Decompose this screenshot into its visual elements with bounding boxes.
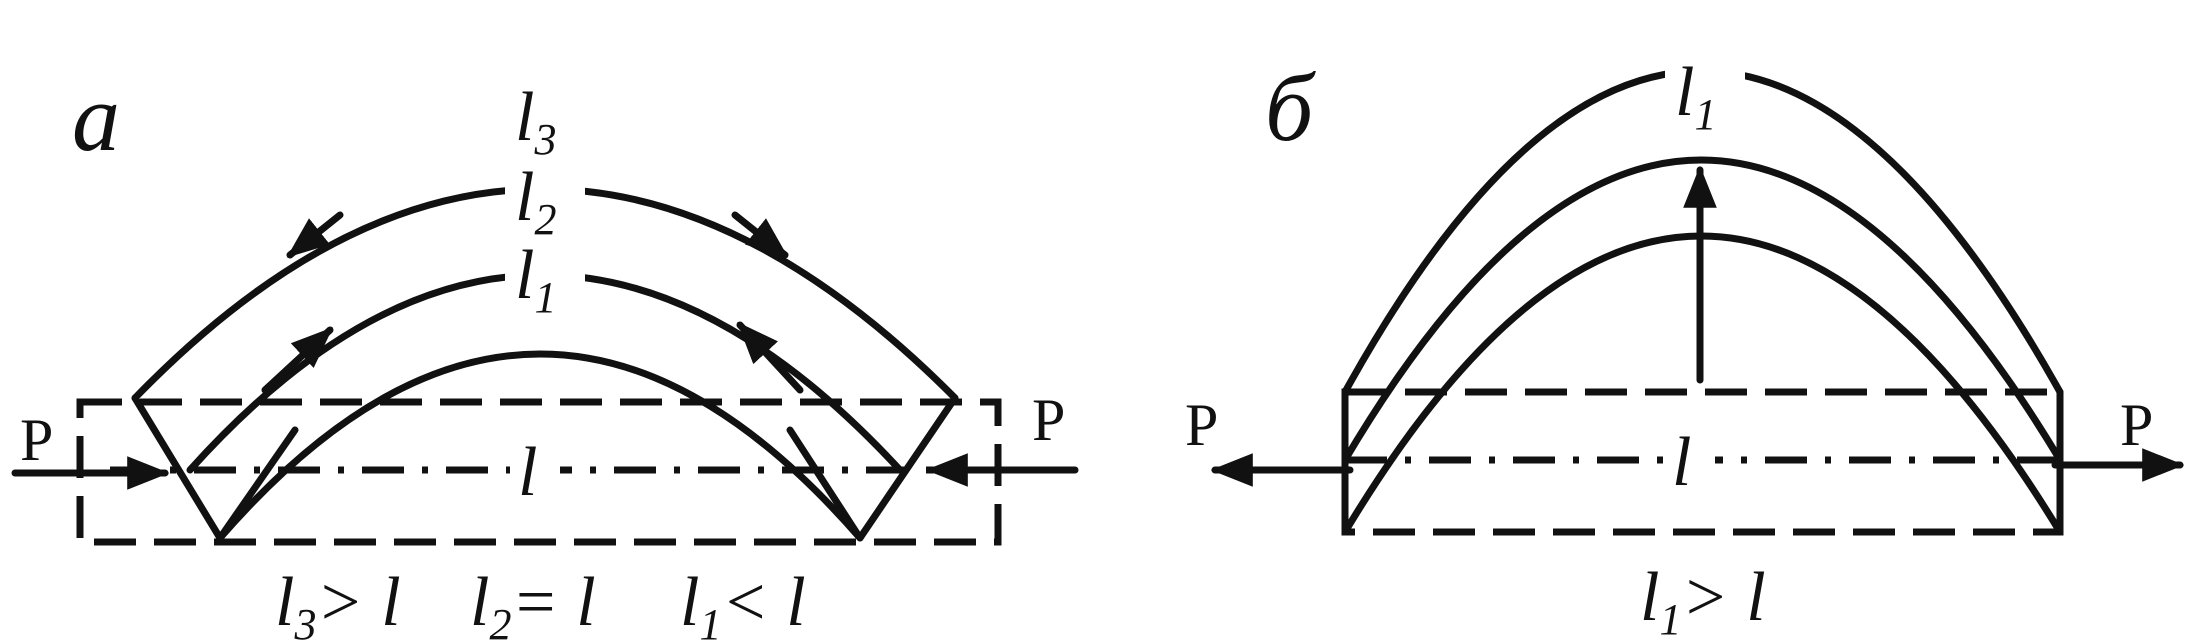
panel-a-caption-outer: l3> l [275,564,401,644]
panel-a-caption-middle: l2= l [470,564,596,644]
panel-a-label: a [72,64,120,171]
panel-a-end-right [786,394,959,542]
panel-a-arc-inner [216,350,864,542]
panel-a-base-label: l [518,434,537,511]
panel-b-label: б [1265,54,1316,161]
panel-a-arrow-inner-right [736,321,804,394]
panel-a-arrow-inner-left [261,326,334,394]
panel-b-arc-middle [1341,156,2064,464]
panel-b-arc-label: l1 [1675,54,1716,139]
panel-a-arrow-outer-right [731,211,789,259]
panel-b-base-label: l [1672,424,1691,501]
panel-a-force-right-label: P [1032,387,1065,453]
panel-a-force-left-label: P [20,407,53,473]
panel-a-end-left [131,394,299,542]
panel-a-caption-inner: l1< l [680,564,806,644]
panel-a-arc-inner-label: l1 [515,237,556,322]
panel-a: a l3 l2 l1 l [11,64,1079,644]
panel-a-arrow-outer-left [286,211,344,259]
panel-b-caption: l1> l [1640,559,1766,644]
panel-b: б l1 l P P l1> l [1185,50,2185,644]
panel-b-force-right-label: P [2120,392,2153,458]
panel-a-arc-middle-label: l2 [515,159,556,244]
panel-a-arc-outer-label: l3 [515,79,556,164]
panel-b-force-left-label: P [1185,392,1218,458]
